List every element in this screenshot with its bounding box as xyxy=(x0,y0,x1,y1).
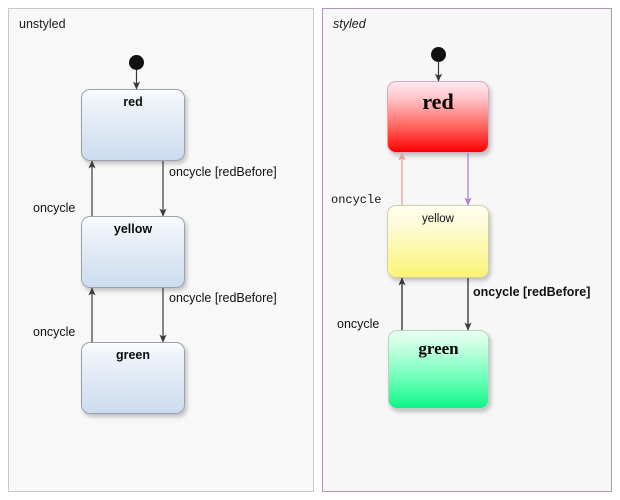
edge-label-yellow-to-red: oncycle xyxy=(33,201,76,215)
panel-styled-label: styled xyxy=(333,17,366,31)
state-node-green[interactable]: green xyxy=(81,342,185,414)
styled-edge-label-yellow-to-green: oncycle [redBefore] xyxy=(473,285,591,299)
styled-edge-label-yellow-to-red: oncycle xyxy=(331,193,382,207)
panel-unstyled-label: unstyled xyxy=(19,17,66,31)
styled-edge-label-green-to-yellow: oncycle xyxy=(337,317,380,331)
edge-label-yellow-to-green: oncycle [redBefore] xyxy=(169,291,277,305)
styled-state-node-green[interactable]: green xyxy=(388,330,489,409)
styled-state-label-yellow: yellow xyxy=(422,213,454,225)
state-label-green: green xyxy=(115,348,151,362)
initial-state-dot-unstyled[interactable] xyxy=(129,55,144,70)
edge-label-green-to-yellow: oncycle xyxy=(33,325,76,339)
styled-state-label-green: green xyxy=(418,339,459,358)
state-node-red[interactable]: red xyxy=(81,89,185,161)
state-label-yellow: yellow xyxy=(113,222,153,236)
styled-state-node-red[interactable]: red xyxy=(387,81,489,153)
state-node-yellow[interactable]: yellow xyxy=(81,216,185,288)
initial-state-dot-styled[interactable] xyxy=(431,47,446,62)
styled-state-label-red: red xyxy=(422,89,454,114)
state-label-red: red xyxy=(123,95,143,109)
edge-label-red-to-yellow: oncycle [redBefore] xyxy=(169,165,277,179)
panel-styled[interactable]: styled red yellow green xyxy=(322,8,612,492)
styled-state-node-yellow[interactable]: yellow xyxy=(387,205,489,278)
panel-unstyled[interactable]: unstyled red yellow green oncycle [redBe… xyxy=(8,8,314,492)
